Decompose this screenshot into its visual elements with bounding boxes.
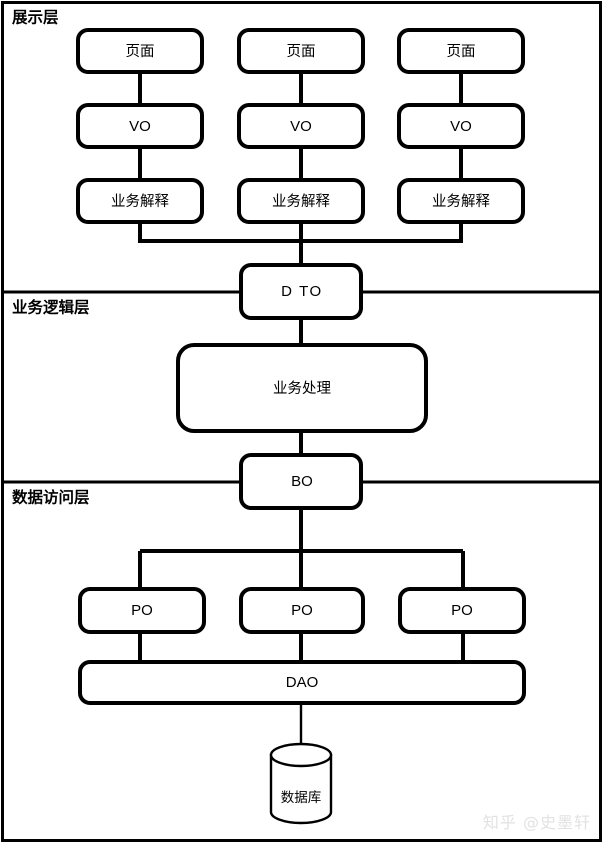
node-vo-2-shape	[237, 103, 365, 149]
node-vo-3[interactable]: VO	[397, 103, 525, 149]
node-dto[interactable]: D TO	[239, 263, 363, 320]
node-po-1[interactable]: PO	[78, 587, 206, 634]
node-biz-interpret-2[interactable]: 业务解释	[237, 178, 365, 224]
node-page-2[interactable]: 页面	[237, 28, 365, 74]
node-biz-interpret-3[interactable]: 业务解释	[397, 178, 525, 224]
node-biz-interpret-1[interactable]: 业务解释	[76, 178, 204, 224]
node-database-label: 数据库	[281, 790, 322, 806]
node-vo-1-label: VO	[129, 118, 151, 135]
node-po-2[interactable]: PO	[239, 587, 365, 634]
node-vo-1-shape	[76, 103, 204, 149]
node-vo-1[interactable]: VO	[76, 103, 204, 149]
node-bo-shape	[239, 453, 363, 510]
layer-label-presentation: 展示层	[12, 9, 59, 27]
layer-label-business-logic: 业务逻辑层	[12, 298, 90, 317]
node-po-2-label: PO	[291, 602, 313, 619]
node-page-2-label: 页面	[287, 44, 316, 60]
layer-label-data-access: 数据访问层	[12, 488, 90, 507]
node-dto-label: D TO	[281, 283, 323, 300]
node-page-3-label: 页面	[447, 44, 476, 60]
node-vo-3-shape	[397, 103, 525, 149]
node-vo-2-label: VO	[290, 118, 312, 135]
node-biz-interpret-1-shape	[76, 178, 204, 224]
node-biz-interpret-2-shape	[237, 178, 365, 224]
node-biz-process-shape	[176, 343, 428, 433]
node-biz-interpret-1-label: 业务解释	[111, 193, 169, 210]
node-po-3-label: PO	[451, 602, 473, 619]
node-bo[interactable]: BO	[239, 453, 363, 510]
node-po-2-shape	[239, 587, 365, 634]
node-biz-process[interactable]: 业务处理	[176, 343, 428, 433]
node-dao[interactable]: DAO	[78, 660, 526, 705]
node-biz-interpret-2-label: 业务解释	[272, 193, 330, 210]
node-biz-process-label: 业务处理	[273, 380, 331, 397]
node-dao-shape	[78, 660, 526, 705]
node-page-2-shape	[237, 28, 365, 74]
node-bo-label: BO	[291, 473, 313, 490]
node-dto-shape	[239, 263, 363, 320]
node-page-3-shape	[397, 28, 525, 74]
node-page-1-shape	[76, 28, 204, 74]
node-vo-3-label: VO	[450, 118, 472, 135]
node-page-1[interactable]: 页面	[76, 28, 204, 74]
node-po-1-shape	[78, 587, 206, 634]
node-database-body	[269, 753, 333, 825]
node-biz-interpret-3-shape	[397, 178, 525, 224]
node-database-top-ellipse	[269, 742, 333, 768]
node-database[interactable]: 数据库	[269, 742, 333, 825]
node-vo-2[interactable]: VO	[237, 103, 365, 149]
node-dao-label: DAO	[286, 674, 319, 691]
node-po-3-shape	[398, 587, 526, 634]
watermark-zhihu: 知乎 @史墨轩	[482, 813, 591, 832]
node-po-1-label: PO	[131, 602, 153, 619]
node-page-3[interactable]: 页面	[397, 28, 525, 74]
node-po-3[interactable]: PO	[398, 587, 526, 634]
node-page-1-label: 页面	[126, 44, 155, 60]
node-biz-interpret-3-label: 业务解释	[432, 193, 490, 210]
